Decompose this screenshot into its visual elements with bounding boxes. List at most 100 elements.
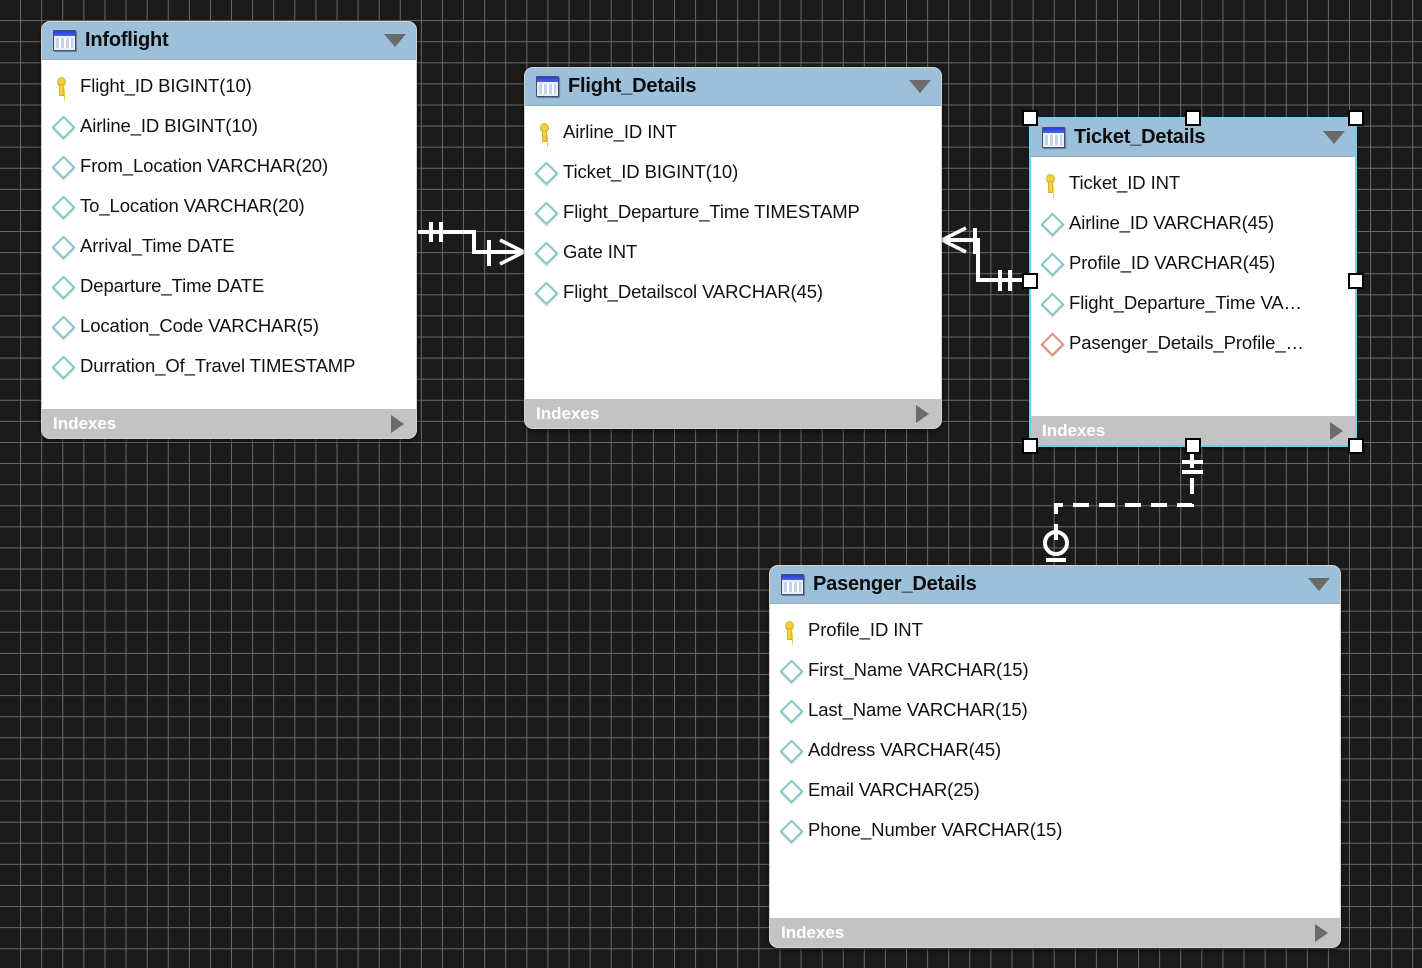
table-icon	[536, 76, 559, 97]
column-row[interactable]: Flight_ID BIGINT(10)	[42, 66, 416, 106]
diamond-icon	[51, 115, 76, 140]
column-list: Airline_ID INT Ticket_ID BIGINT(10) Flig…	[525, 106, 941, 398]
column-row[interactable]: Flight_Detailscol VARCHAR(45)	[525, 272, 941, 312]
table-pasenger-details[interactable]: Pasenger_Details Profile_ID INT First_Na…	[769, 565, 1341, 948]
key-icon	[535, 121, 557, 143]
column-label: Airline_ID VARCHAR(45)	[1069, 212, 1275, 233]
column-label: Airline_ID BIGINT(10)	[80, 115, 258, 136]
diamond-icon	[779, 659, 804, 684]
diamond-icon	[779, 699, 804, 724]
table-header[interactable]: Pasenger_Details	[770, 566, 1340, 604]
table-header[interactable]: Flight_Details	[525, 68, 941, 106]
resize-handle-top-left[interactable]	[1022, 110, 1038, 126]
table-icon	[1042, 127, 1065, 148]
table-title: Flight_Details	[568, 75, 697, 97]
chevron-right-icon[interactable]	[1315, 923, 1328, 942]
relationship-line-1	[418, 230, 524, 254]
diamond-icon	[1040, 212, 1065, 237]
table-flight-details[interactable]: Flight_Details Airline_ID INT Ticket_ID …	[524, 67, 942, 429]
column-label: Durration_Of_Travel TIMESTAMP	[80, 355, 356, 376]
column-label: Pasenger_Details_Profile_…	[1069, 332, 1304, 353]
column-row[interactable]: Arrival_Time DATE	[42, 226, 416, 266]
table-infoflight[interactable]: Infoflight Flight_ID BIGINT(10) Airline_…	[41, 21, 417, 439]
indexes-label: Indexes	[781, 922, 845, 942]
column-row[interactable]: Airline_ID VARCHAR(45)	[1031, 203, 1355, 243]
column-label: Profile_ID INT	[808, 619, 923, 640]
chevron-right-icon[interactable]	[391, 414, 404, 433]
diamond-icon	[51, 275, 76, 300]
column-row[interactable]: Location_Code VARCHAR(5)	[42, 306, 416, 346]
column-row[interactable]: Flight_Departure_Time TIMESTAMP	[525, 192, 941, 232]
resize-handle-middle-right[interactable]	[1348, 273, 1364, 289]
diamond-icon	[534, 241, 559, 266]
column-label: Profile_ID VARCHAR(45)	[1069, 252, 1276, 273]
diamond-icon	[51, 315, 76, 340]
column-row[interactable]: From_Location VARCHAR(20)	[42, 146, 416, 186]
column-row[interactable]: Airline_ID BIGINT(10)	[42, 106, 416, 146]
diamond-icon	[779, 739, 804, 764]
chevron-down-icon[interactable]	[1323, 131, 1345, 144]
indexes-bar[interactable]: Indexes	[770, 917, 1340, 947]
column-row[interactable]: Pasenger_Details_Profile_…	[1031, 323, 1355, 363]
key-icon	[1041, 172, 1063, 194]
resize-handle-bottom-right[interactable]	[1348, 438, 1364, 454]
column-label: Flight_Detailscol VARCHAR(45)	[563, 281, 823, 302]
column-row[interactable]: Flight_Departure_Time VA…	[1031, 283, 1355, 323]
chevron-right-icon[interactable]	[916, 404, 929, 423]
resize-handle-top-center[interactable]	[1185, 110, 1201, 126]
column-row[interactable]: Phone_Number VARCHAR(15)	[770, 810, 1340, 850]
table-icon	[781, 574, 804, 595]
column-row[interactable]: Profile_ID INT	[770, 610, 1340, 650]
column-label: Flight_Departure_Time TIMESTAMP	[563, 201, 860, 222]
column-label: Arrival_Time DATE	[80, 235, 235, 256]
column-row[interactable]: Airline_ID INT	[525, 112, 941, 152]
diamond-icon	[51, 155, 76, 180]
column-label: Ticket_ID INT	[1069, 172, 1181, 193]
resize-handle-bottom-left[interactable]	[1022, 438, 1038, 454]
column-label: Email VARCHAR(25)	[808, 779, 980, 800]
column-row[interactable]: Ticket_ID INT	[1031, 163, 1355, 203]
diamond-icon	[534, 201, 559, 226]
table-title: Ticket_Details	[1074, 126, 1206, 148]
column-row[interactable]: Email VARCHAR(25)	[770, 770, 1340, 810]
column-label: From_Location VARCHAR(20)	[80, 155, 329, 176]
indexes-label: Indexes	[1042, 420, 1106, 440]
diamond-icon	[51, 355, 76, 380]
column-row[interactable]: Durration_Of_Travel TIMESTAMP	[42, 346, 416, 386]
resize-handle-bottom-center[interactable]	[1185, 438, 1201, 454]
diamond-icon	[1040, 292, 1065, 317]
diamond-icon	[534, 281, 559, 306]
resize-handle-top-right[interactable]	[1348, 110, 1364, 126]
column-label: Address VARCHAR(45)	[808, 739, 1002, 760]
key-icon	[780, 619, 802, 641]
column-row[interactable]: Profile_ID VARCHAR(45)	[1031, 243, 1355, 283]
chevron-down-icon[interactable]	[1308, 578, 1330, 591]
diamond-icon	[534, 161, 559, 186]
table-ticket-details[interactable]: Ticket_Details Ticket_ID INT Airline_ID …	[1030, 118, 1356, 446]
column-row[interactable]: Ticket_ID BIGINT(10)	[525, 152, 941, 192]
relationship-line-2	[942, 238, 1028, 282]
chevron-down-icon[interactable]	[384, 34, 406, 47]
column-label: Flight_Departure_Time VA…	[1069, 292, 1302, 313]
diamond-icon	[779, 779, 804, 804]
table-header[interactable]: Ticket_Details	[1031, 119, 1355, 157]
column-row[interactable]: First_Name VARCHAR(15)	[770, 650, 1340, 690]
column-row[interactable]: Address VARCHAR(45)	[770, 730, 1340, 770]
diamond-icon	[51, 195, 76, 220]
chevron-right-icon[interactable]	[1330, 421, 1343, 440]
column-label: Ticket_ID BIGINT(10)	[563, 161, 739, 182]
column-row[interactable]: Gate INT	[525, 232, 941, 272]
indexes-bar[interactable]: Indexes	[42, 408, 416, 438]
column-row[interactable]: Last_Name VARCHAR(15)	[770, 690, 1340, 730]
indexes-bar[interactable]: Indexes	[525, 398, 941, 428]
table-title: Infoflight	[85, 29, 169, 51]
chevron-down-icon[interactable]	[909, 80, 931, 93]
table-header[interactable]: Infoflight	[42, 22, 416, 60]
resize-handle-middle-left[interactable]	[1022, 273, 1038, 289]
relationship-line-3	[1054, 452, 1194, 540]
column-row[interactable]: To_Location VARCHAR(20)	[42, 186, 416, 226]
column-label: Gate INT	[563, 241, 638, 262]
diamond-icon	[779, 819, 804, 844]
column-row[interactable]: Departure_Time DATE	[42, 266, 416, 306]
